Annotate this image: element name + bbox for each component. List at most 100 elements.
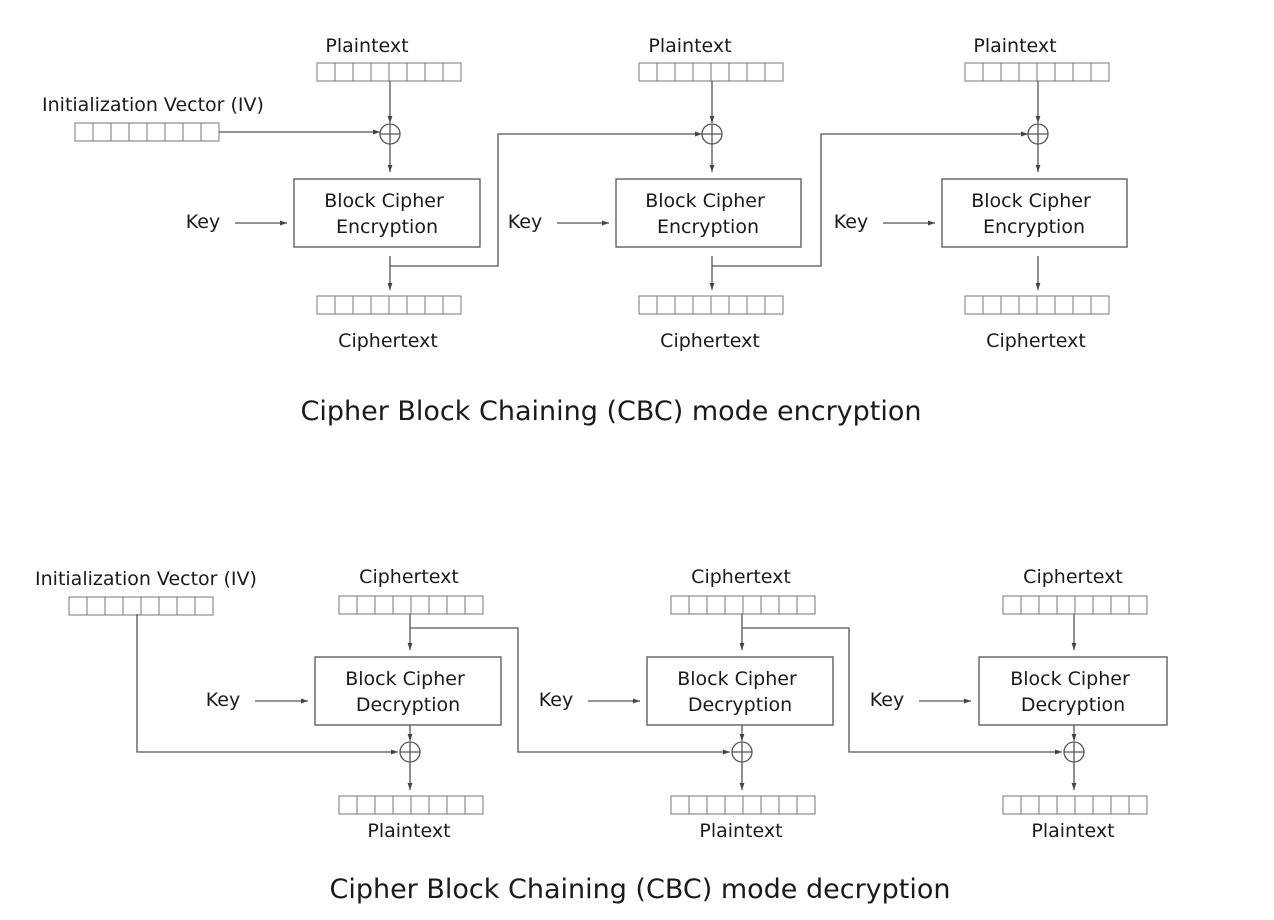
register-cell	[1020, 595, 1040, 615]
register-cell	[1128, 795, 1148, 815]
enc-ciphertext-label-3: Ciphertext	[986, 330, 1086, 352]
register-cell	[1056, 595, 1076, 615]
enc-plaintext-register-1	[316, 62, 462, 82]
register-cell	[1072, 62, 1092, 82]
register-cell	[728, 62, 748, 82]
dec-block-cipher-box-1	[314, 656, 502, 726]
register-cell	[742, 595, 762, 615]
register-cell	[316, 295, 336, 315]
register-cell	[760, 795, 780, 815]
enc-xor-icon-3	[1027, 123, 1049, 145]
register-cell	[964, 62, 984, 82]
dec-xor-icon-1	[399, 741, 421, 763]
dec-chain-arrow-1	[410, 627, 730, 755]
dec-ciphertext-label-2: Ciphertext	[691, 566, 791, 588]
enc-block-cipher-label-1: Block Cipher Encryption	[324, 190, 450, 238]
enc-key-label-3: Key	[834, 211, 868, 233]
register-cell	[334, 295, 354, 315]
register-cell	[164, 122, 184, 142]
register-cell	[424, 295, 444, 315]
register-cell	[446, 795, 466, 815]
register-cell	[1110, 795, 1130, 815]
register-cell	[710, 295, 730, 315]
register-cell	[1002, 795, 1022, 815]
register-cell	[406, 295, 426, 315]
register-cell	[982, 295, 1002, 315]
register-cell	[982, 62, 1002, 82]
register-cell	[68, 596, 88, 616]
register-cell	[446, 595, 466, 615]
enc-iv-label: Initialization Vector (IV)	[42, 94, 264, 116]
enc-xor-icon-2	[701, 123, 723, 145]
enc-stage-3: Plaintext Key Block Cipher Encryption Ci…	[834, 35, 1128, 352]
register-cell	[746, 295, 766, 315]
register-cell	[200, 122, 220, 142]
dec-stage-2: Ciphertext Key Block Cipher Decryption P…	[539, 566, 834, 842]
dec-iv-arrow	[136, 614, 398, 755]
register-cell	[338, 795, 358, 815]
dec-caption: Cipher Block Chaining (CBC) mode decrypt…	[329, 874, 950, 905]
dec-ciphertext-label-1: Ciphertext	[359, 566, 459, 588]
register-cell	[1092, 795, 1112, 815]
register-cell	[104, 596, 124, 616]
dec-xor-icon-2	[731, 741, 753, 763]
register-cell	[176, 596, 196, 616]
register-cell	[674, 62, 694, 82]
register-cell	[388, 295, 408, 315]
dec-block-cipher-box-2	[646, 656, 834, 726]
register-cell	[410, 595, 430, 615]
register-cell	[1074, 795, 1094, 815]
register-cell	[1090, 62, 1110, 82]
register-cell	[760, 595, 780, 615]
enc-xor-icon-1	[379, 123, 401, 145]
register-cell	[670, 595, 690, 615]
register-cell	[1000, 295, 1020, 315]
dec-iv-label: Initialization Vector (IV)	[35, 568, 257, 590]
register-cell	[146, 122, 166, 142]
register-cell	[140, 596, 160, 616]
register-cell	[1072, 295, 1092, 315]
enc-ciphertext-register-3	[964, 295, 1110, 315]
register-cell	[316, 62, 336, 82]
dec-stage-3: Ciphertext Key Block Cipher Decryption P…	[870, 566, 1168, 842]
register-cell	[182, 122, 202, 142]
register-cell	[128, 122, 148, 142]
register-cell	[706, 795, 726, 815]
enc-chain-arrow-1	[390, 131, 702, 267]
dec-ciphertext-register-3	[1002, 595, 1148, 615]
register-cell	[1038, 595, 1058, 615]
encryption-diagram: Initialization Vector (IV) Plaintext Key…	[42, 35, 1128, 427]
register-cell	[964, 295, 984, 315]
register-cell	[1090, 295, 1110, 315]
register-cell	[86, 596, 106, 616]
enc-chain-arrow-2	[712, 131, 1028, 267]
register-cell	[764, 62, 784, 82]
register-cell	[1056, 795, 1076, 815]
register-cell	[122, 596, 142, 616]
enc-stage-2: Plaintext Key Block Cipher Encryption Ci…	[508, 35, 802, 352]
register-cell	[1018, 295, 1038, 315]
register-cell	[1074, 595, 1094, 615]
enc-key-label-1: Key	[186, 211, 220, 233]
register-cell	[706, 595, 726, 615]
dec-ciphertext-register-1	[338, 595, 484, 615]
register-cell	[724, 595, 744, 615]
register-cell	[1002, 595, 1022, 615]
register-cell	[1018, 62, 1038, 82]
register-cell	[370, 295, 390, 315]
register-cell	[428, 595, 448, 615]
dec-block-cipher-label-1: Block Cipher Decryption	[345, 668, 471, 716]
register-cell	[1054, 295, 1074, 315]
dec-block-cipher-box-3	[978, 656, 1168, 726]
enc-ciphertext-label-2: Ciphertext	[660, 330, 760, 352]
register-cell	[1054, 62, 1074, 82]
dec-ciphertext-register-2	[670, 595, 816, 615]
enc-ciphertext-label-1: Ciphertext	[338, 330, 438, 352]
register-cell	[374, 595, 394, 615]
register-cell	[638, 295, 658, 315]
register-cell	[674, 295, 694, 315]
register-cell	[464, 595, 484, 615]
register-cell	[442, 62, 462, 82]
register-cell	[778, 795, 798, 815]
